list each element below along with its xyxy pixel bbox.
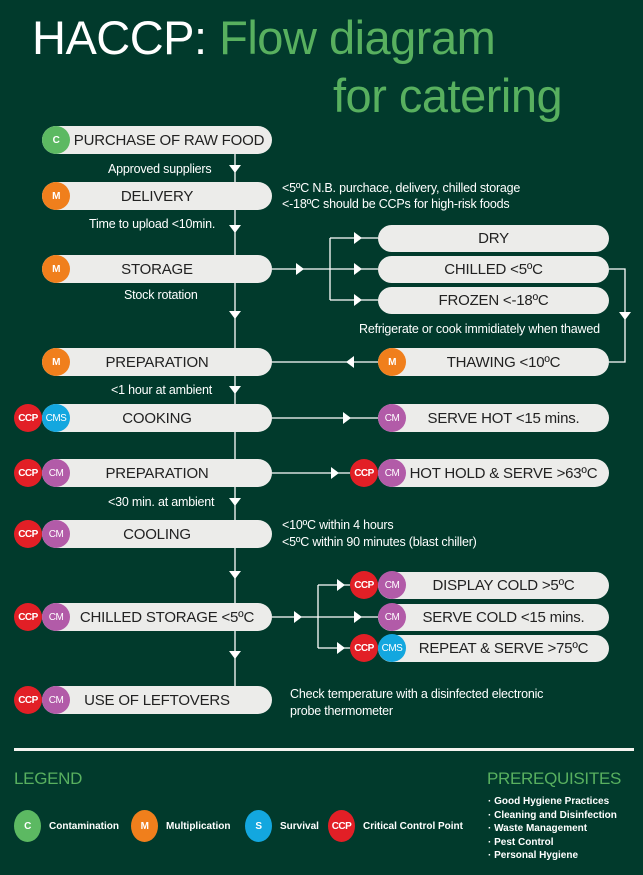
prerequisite-item: Cleaning and Disinfection xyxy=(488,809,617,823)
prerequisite-item: Waste Management xyxy=(488,822,617,836)
arrow-down-icon xyxy=(619,312,631,320)
note-upload-time: Time to upload <10min. xyxy=(89,217,216,231)
prerequisite-item: Good Hygiene Practices xyxy=(488,795,617,809)
legend-label: Critical Control Point xyxy=(363,820,463,832)
legend-label: Multiplication xyxy=(166,820,231,832)
step-hot-hold-serve[interactable]: HOT HOLD & SERVE >63ºC xyxy=(378,459,609,487)
note-approved-suppliers: Approved suppliers xyxy=(108,162,212,176)
step-display-cold[interactable]: DISPLAY COLD >5ºC xyxy=(378,572,609,599)
note-cooling-1: <10ºC within 4 hours xyxy=(282,518,394,532)
multiplication-badge: M xyxy=(42,348,70,376)
note-stock-rotation: Stock rotation xyxy=(124,288,198,302)
legend-label: Survival xyxy=(280,820,319,832)
cm-badge: CM xyxy=(42,686,70,714)
title-haccp: HACCP: xyxy=(32,11,207,64)
ccp-badge: CCP xyxy=(350,571,378,599)
arrow-right-icon xyxy=(331,467,339,479)
legend-label: Contamination xyxy=(49,820,119,832)
legend-heading: LEGEND xyxy=(14,769,83,788)
survival-icon: S xyxy=(245,810,272,842)
arrow-down-icon xyxy=(229,165,241,173)
ccp-badge: CCP xyxy=(14,603,42,631)
title-for-catering: for catering xyxy=(333,69,563,122)
multiplication-badge: M xyxy=(42,182,70,210)
legend-item-survival: S Survival xyxy=(245,810,319,842)
step-serve-hot[interactable]: SERVE HOT <15 mins. xyxy=(378,404,609,432)
contamination-badge: C xyxy=(42,126,70,154)
step-purchase[interactable]: PURCHASE OF RAW FOOD xyxy=(42,126,272,154)
step-thawing[interactable]: THAWING <10ºC xyxy=(378,348,609,376)
arrow-right-icon xyxy=(343,412,351,424)
cms-badge: CMS xyxy=(378,634,406,662)
prerequisite-item: Pest Control xyxy=(488,836,617,850)
note-30-min-ambient: <30 min. at ambient xyxy=(108,495,215,509)
note-cooling-2: <5ºC within 90 minutes (blast chiller) xyxy=(282,535,477,549)
cm-badge: CM xyxy=(378,404,406,432)
arrow-down-icon xyxy=(229,571,241,579)
arrowheads xyxy=(229,165,631,659)
multiplication-icon: M xyxy=(131,810,158,842)
step-frozen[interactable]: FROZEN <-18ºC xyxy=(378,287,609,314)
note-delivery-1: <5ºC N.B. purchace, delivery, chilled st… xyxy=(282,181,521,195)
arrow-right-icon xyxy=(354,294,362,306)
arrow-right-icon xyxy=(354,611,362,623)
step-repeat-serve[interactable]: REPEAT & SERVE >75ºC xyxy=(378,635,609,662)
note-thawed: Refrigerate or cook immidiately when tha… xyxy=(359,322,600,336)
cm-badge: CM xyxy=(42,520,70,548)
step-delivery[interactable]: DELIVERY xyxy=(42,182,272,210)
arrow-down-icon xyxy=(229,311,241,319)
step-dry[interactable]: DRY xyxy=(378,225,609,252)
step-chilled-storage[interactable]: CHILLED STORAGE <5ºC xyxy=(42,603,272,631)
ccp-icon: CCP xyxy=(328,810,355,842)
step-chilled[interactable]: CHILLED <5ºC xyxy=(378,256,609,283)
step-cooking[interactable]: COOKING xyxy=(42,404,272,432)
arrow-left-icon xyxy=(346,356,354,368)
legend-item-contamination: C Contamination xyxy=(14,810,119,842)
step-use-of-leftovers[interactable]: USE OF LEFTOVERS xyxy=(42,686,272,714)
multiplication-badge: M xyxy=(378,348,406,376)
arrow-right-icon xyxy=(337,579,345,591)
note-probe-2: probe thermometer xyxy=(290,704,393,718)
arrow-right-icon xyxy=(354,232,362,244)
note-delivery-2: <-18ºC should be CCPs for high-risk food… xyxy=(282,197,510,211)
page-title: HACCP: Flow diagram xyxy=(32,11,496,64)
cms-badge: CMS xyxy=(42,404,70,432)
title-flow-diagram: Flow diagram xyxy=(219,11,496,64)
arrow-right-icon xyxy=(354,263,362,275)
legend-item-ccp: CCP Critical Control Point xyxy=(328,810,463,842)
arrow-right-icon xyxy=(337,642,345,654)
note-1-hour-ambient: <1 hour at ambient xyxy=(111,383,212,397)
step-preparation-2[interactable]: PREPARATION xyxy=(42,459,272,487)
cm-badge: CM xyxy=(378,459,406,487)
cm-badge: CM xyxy=(378,571,406,599)
note-probe-1: Check temperature with a disinfected ele… xyxy=(290,687,544,701)
arrow-right-icon xyxy=(296,263,304,275)
step-cooling[interactable]: COOLING xyxy=(42,520,272,548)
step-storage[interactable]: STORAGE xyxy=(42,255,272,283)
arrow-down-icon xyxy=(229,386,241,394)
prerequisite-item: Personal Hygiene xyxy=(488,849,617,863)
divider xyxy=(14,748,634,751)
cm-badge: CM xyxy=(42,459,70,487)
arrow-down-icon xyxy=(229,651,241,659)
arrow-right-icon xyxy=(294,611,302,623)
arrow-down-icon xyxy=(229,225,241,233)
ccp-badge: CCP xyxy=(14,404,42,432)
multiplication-badge: M xyxy=(42,255,70,283)
ccp-badge: CCP xyxy=(14,520,42,548)
prerequisites-list: Good Hygiene Practices Cleaning and Disi… xyxy=(488,795,617,863)
step-preparation[interactable]: PREPARATION xyxy=(42,348,272,376)
cm-badge: CM xyxy=(42,603,70,631)
legend-item-multiplication: M Multiplication xyxy=(131,810,230,842)
ccp-badge: CCP xyxy=(14,686,42,714)
step-serve-cold[interactable]: SERVE COLD <15 mins. xyxy=(378,604,609,631)
ccp-badge: CCP xyxy=(350,634,378,662)
ccp-badge: CCP xyxy=(350,459,378,487)
arrow-down-icon xyxy=(229,498,241,506)
ccp-badge: CCP xyxy=(14,459,42,487)
cm-badge: CM xyxy=(378,603,406,631)
prerequisites-heading: PREREQUISITES xyxy=(487,769,622,788)
contamination-icon: C xyxy=(14,810,41,842)
